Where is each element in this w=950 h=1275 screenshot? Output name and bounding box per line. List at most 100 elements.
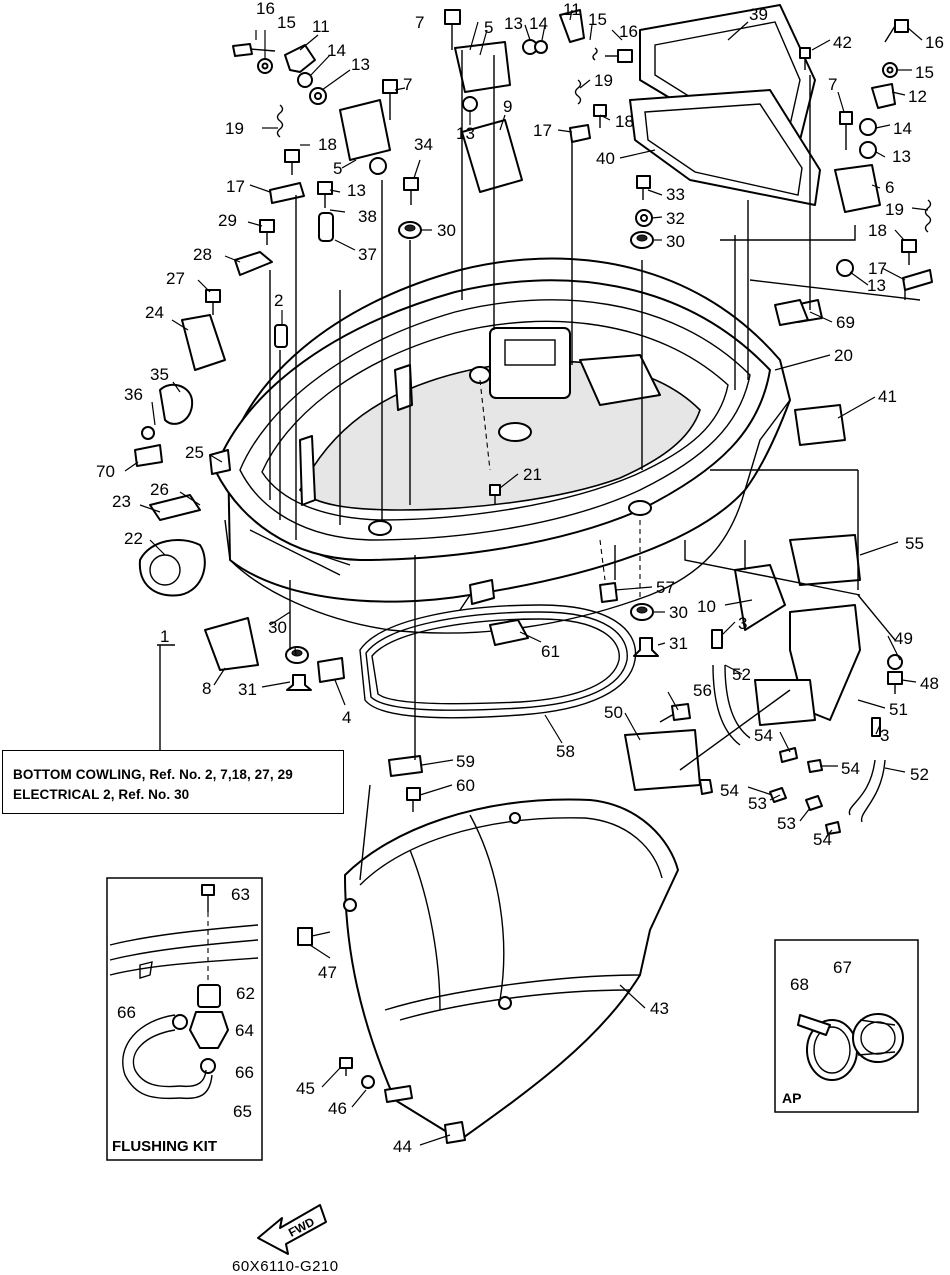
ref-number-r15a: 15 xyxy=(277,13,296,32)
bottom-cowling-body xyxy=(214,257,791,634)
ref-number-r32: 32 xyxy=(666,209,685,228)
drawing-code: 60X6110-G210 xyxy=(232,1258,339,1275)
ref-number-r18a: 18 xyxy=(318,135,337,154)
ref-number-r13e: 13 xyxy=(892,147,911,166)
ref-number-r12: 12 xyxy=(908,87,927,106)
ref-number-r13d: 13 xyxy=(456,124,475,143)
ref-number-r69: 69 xyxy=(836,313,855,332)
ref-number-r30d: 30 xyxy=(268,618,287,637)
ref-number-r14a: 14 xyxy=(327,41,346,60)
ref-number-r25: 25 xyxy=(185,443,204,462)
ref-number-r21: 21 xyxy=(523,465,542,484)
ref-number-r31b: 31 xyxy=(238,680,257,699)
ap-inset xyxy=(774,939,919,1113)
ref-number-r62: 62 xyxy=(236,984,255,1003)
ref-number-r16b: 16 xyxy=(619,22,638,41)
ref-number-r53b: 53 xyxy=(777,814,796,833)
ref-number-r53a: 53 xyxy=(748,794,767,813)
ref-number-r42: 42 xyxy=(833,33,852,52)
ref-number-r19a: 19 xyxy=(225,119,244,138)
ref-number-r9: 9 xyxy=(503,97,512,116)
ref-number-r52b: 52 xyxy=(910,765,929,784)
ref-number-r38: 38 xyxy=(358,207,377,226)
ref-number-r28: 28 xyxy=(193,245,212,264)
ref-number-r68: 68 xyxy=(790,975,809,994)
ref-number-r30b: 30 xyxy=(666,232,685,251)
ref-number-r29: 29 xyxy=(218,211,237,230)
ref-number-r57: 57 xyxy=(656,578,675,597)
reference-note-box: BOTTOM COWLING, Ref. No. 2, 7,18, 27, 29… xyxy=(2,750,344,814)
ref-number-r5b: 5 xyxy=(484,18,493,37)
ref-number-r34: 34 xyxy=(414,135,433,154)
ref-number-r64: 64 xyxy=(235,1021,254,1040)
ref-number-r37: 37 xyxy=(358,245,377,264)
ref-number-r52a: 52 xyxy=(732,665,751,684)
ref-number-r63: 63 xyxy=(231,885,250,904)
ref-number-r19b: 19 xyxy=(594,71,613,90)
ref-number-r8: 8 xyxy=(202,679,211,698)
ref-number-r13c: 13 xyxy=(504,14,523,33)
ref-number-r4: 4 xyxy=(342,708,351,727)
ref-number-r44: 44 xyxy=(393,1137,412,1156)
hardware-parts xyxy=(134,9,933,1144)
ref-number-r30c: 30 xyxy=(669,603,688,622)
cover-plates xyxy=(629,4,821,206)
ref-number-r26: 26 xyxy=(150,480,169,499)
ref-number-r66a: 66 xyxy=(117,1003,136,1022)
ap-inset-title: AP xyxy=(782,1090,802,1106)
ref-number-r35: 35 xyxy=(150,365,169,384)
ref-number-r20: 20 xyxy=(834,346,853,365)
ref-number-r41: 41 xyxy=(878,387,897,406)
ref-number-r39: 39 xyxy=(749,5,768,24)
ref-number-r65: 65 xyxy=(233,1102,252,1121)
ref-number-r18b: 18 xyxy=(615,112,634,131)
ref-number-r19c: 19 xyxy=(885,200,904,219)
ref-number-r31a: 31 xyxy=(669,634,688,653)
ref-number-r67: 67 xyxy=(833,958,852,977)
ref-number-r49: 49 xyxy=(894,629,913,648)
ref-number-r24: 24 xyxy=(145,303,164,322)
cowling-seal xyxy=(359,604,637,719)
ref-number-r18c: 18 xyxy=(868,221,887,240)
ref-number-r13f: 13 xyxy=(867,276,886,295)
fwd-direction-arrow: FWD xyxy=(257,1204,327,1255)
ref-number-r7c: 7 xyxy=(828,75,837,94)
lower-apron xyxy=(343,798,679,1141)
ref-number-r70: 70 xyxy=(96,462,115,481)
ref-number-r16c: 16 xyxy=(925,33,944,52)
flushing-kit-title: FLUSHING KIT xyxy=(112,1138,217,1155)
ref-number-r13a: 13 xyxy=(351,55,370,74)
ref-number-r23: 23 xyxy=(112,492,131,511)
ref-number-r54d: 54 xyxy=(813,830,832,849)
ref-number-r15c: 15 xyxy=(915,63,934,82)
ref-number-r54a: 54 xyxy=(754,726,773,745)
ref-number-r47: 47 xyxy=(318,963,337,982)
ref-number-r22: 22 xyxy=(124,529,143,548)
ref-number-r33: 33 xyxy=(666,185,685,204)
ref-number-r54c: 54 xyxy=(720,781,739,800)
ref-number-r11a: 11 xyxy=(312,17,330,36)
ref-number-r54b: 54 xyxy=(841,759,860,778)
ref-number-r17a: 17 xyxy=(226,177,245,196)
ref-number-r3a: 3 xyxy=(738,614,747,633)
ref-number-r59: 59 xyxy=(456,752,475,771)
ref-number-r60: 60 xyxy=(456,776,475,795)
ref-number-r16a: 16 xyxy=(256,0,275,18)
ref-number-r14c: 14 xyxy=(893,119,912,138)
ref-number-r40: 40 xyxy=(596,149,615,168)
ref-number-r14b: 14 xyxy=(529,14,548,33)
ref-number-r13b: 13 xyxy=(347,181,366,200)
ref-number-r61: 61 xyxy=(541,642,560,661)
ref-number-r3b: 3 xyxy=(880,726,889,745)
ref-number-r15b: 15 xyxy=(588,10,607,29)
ref-number-r2: 2 xyxy=(274,291,283,310)
ref-number-r45: 45 xyxy=(296,1079,315,1098)
ref-number-r10: 10 xyxy=(697,597,716,616)
note-line-electrical: ELECTRICAL 2, Ref. No. 30 xyxy=(13,787,190,802)
ref-number-r1: 1 xyxy=(160,627,169,646)
ref-number-r7b: 7 xyxy=(415,13,424,32)
ref-number-r36: 36 xyxy=(124,385,143,404)
ref-number-r43: 43 xyxy=(650,999,669,1018)
reference-callouts: 16 15 11 14 13 7 19 18 5 17 13 38 34 30 … xyxy=(96,0,944,1156)
